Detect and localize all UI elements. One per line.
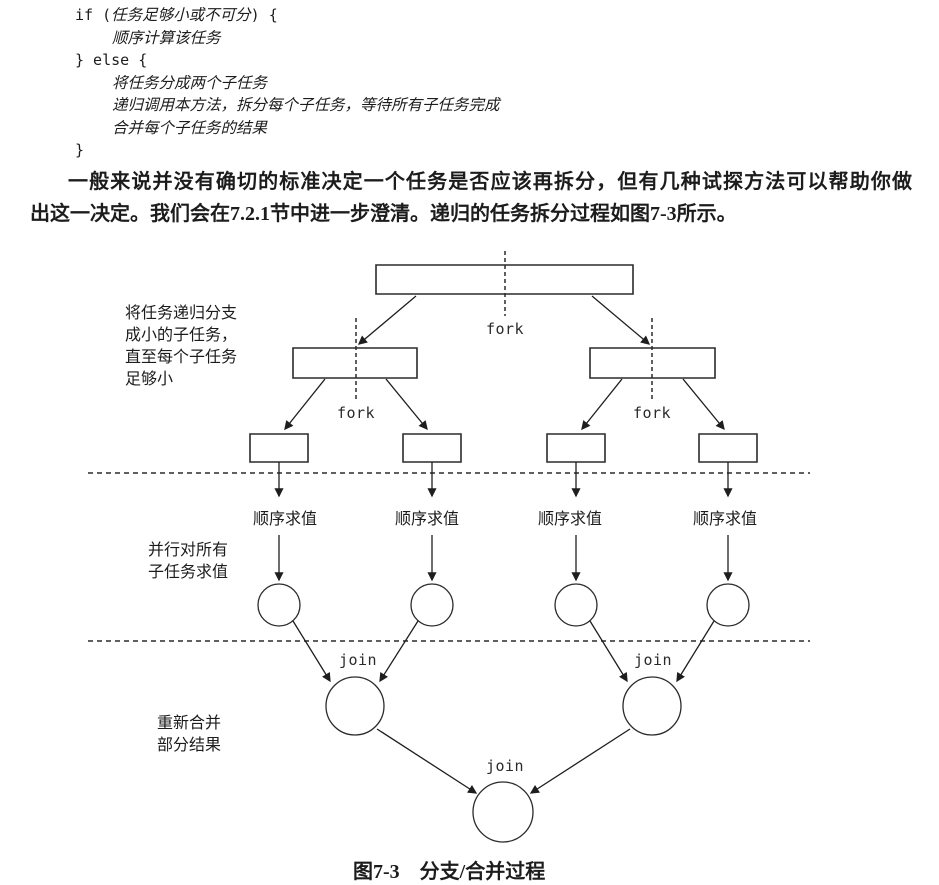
join-circle-right [623, 677, 681, 735]
code-if-open: if ( [75, 6, 112, 24]
eval-label-3: 顺序求值 [537, 511, 603, 528]
code-line-7: } [75, 141, 85, 159]
arrow-result2-to-join-left [379, 621, 418, 683]
arrow-left-to-leaf1 [284, 379, 325, 431]
code-if-close: ) { [250, 6, 278, 24]
task-box-leaf-4 [699, 434, 757, 462]
figure-caption: 图7-3 分支/合并过程 [353, 861, 546, 883]
task-box-leaf-1 [250, 434, 308, 462]
arrow-right-to-leaf4 [683, 379, 725, 431]
join-label-final: join [485, 757, 525, 775]
result-circle-1 [258, 584, 300, 626]
arrow-root-to-left [357, 296, 416, 345]
fork-label-right: fork [632, 404, 672, 422]
eval-label-1: 顺序求值 [252, 511, 318, 528]
arrow-right-to-leaf3 [581, 379, 622, 431]
join-circle-left [326, 677, 384, 735]
code-line-1: if (任务足够小或不可分) { [75, 4, 500, 27]
code-line-2: 顺序计算该任务 [112, 28, 221, 47]
pseudocode-block: if (任务足够小或不可分) { 顺序计算该任务 } else { 将任务分成两… [75, 4, 500, 162]
join-circle-final [473, 782, 533, 842]
result-circle-2 [411, 584, 453, 626]
side-label-merge: 重新合并 部分结果 [157, 715, 222, 754]
arrow-result3-to-join-right [590, 621, 628, 683]
task-box-level1-left [293, 348, 417, 378]
arrow-left-to-leaf2 [386, 379, 428, 431]
task-box-leaf-3 [547, 434, 605, 462]
side-label-parallel-eval: 并行对所有 子任务求值 [148, 542, 229, 581]
code-line-4: 将任务分成两个子任务 [112, 73, 268, 92]
join-label-left: join [338, 651, 378, 669]
eval-label-2: 顺序求值 [394, 511, 460, 528]
arrow-result4-to-join-right [676, 621, 714, 683]
result-circle-4 [707, 584, 749, 626]
code-if-condition: 任务足够小或不可分 [111, 6, 251, 24]
body-paragraph: 一般来说并没有确切的标准决定一个任务是否应该再拆分，但有几种试探方法可以帮助你做… [30, 166, 912, 230]
arrow-joinleft-to-final [377, 729, 478, 794]
fork-label-left: fork [336, 404, 376, 422]
task-box-leaf-2 [403, 434, 461, 462]
result-circle-3 [555, 584, 597, 626]
side-label-branch: 将任务递归分支 成小的子任务， 直至每个子任务 足够小 [125, 305, 238, 388]
paragraph-line-2: 出这一决定。我们会在7.2.1节中进一步澄清。递归的任务拆分过程如图7-3所示。 [30, 203, 737, 225]
code-line-3: } else { [75, 51, 148, 69]
join-label-right: join [633, 651, 673, 669]
fork-label-root: fork [485, 320, 525, 338]
code-line-5: 递归调用本方法，拆分每个子任务，等待所有子任务完成 [112, 96, 500, 114]
code-line-6: 合并每个子任务的结果 [112, 118, 268, 137]
paragraph-line-1: 一般来说并没有确切的标准决定一个任务是否应该再拆分，但有几种试探方法可以帮助你做 [68, 171, 912, 193]
arrow-joinright-to-final [529, 729, 630, 794]
arrow-result1-to-join-left [293, 621, 331, 683]
eval-label-4: 顺序求值 [692, 511, 758, 528]
arrow-root-to-right [592, 296, 651, 345]
